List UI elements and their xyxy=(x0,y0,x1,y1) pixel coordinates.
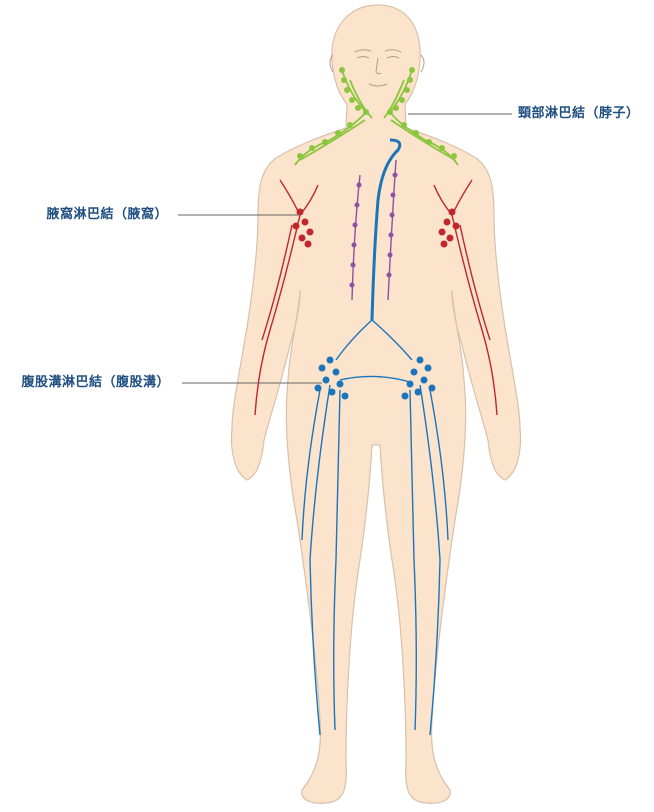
head xyxy=(232,5,521,803)
axillary-lymph-nodes-label: 腋窩淋巴結（腋窩） xyxy=(46,207,168,223)
inguinal-lymph-nodes-label: 腹股溝淋巴結（腹股溝） xyxy=(21,375,170,391)
body-silhouette xyxy=(232,5,521,803)
right-ear xyxy=(421,55,424,72)
cervical-lymph-nodes-label: 頸部淋巴結（脖子） xyxy=(518,106,640,122)
